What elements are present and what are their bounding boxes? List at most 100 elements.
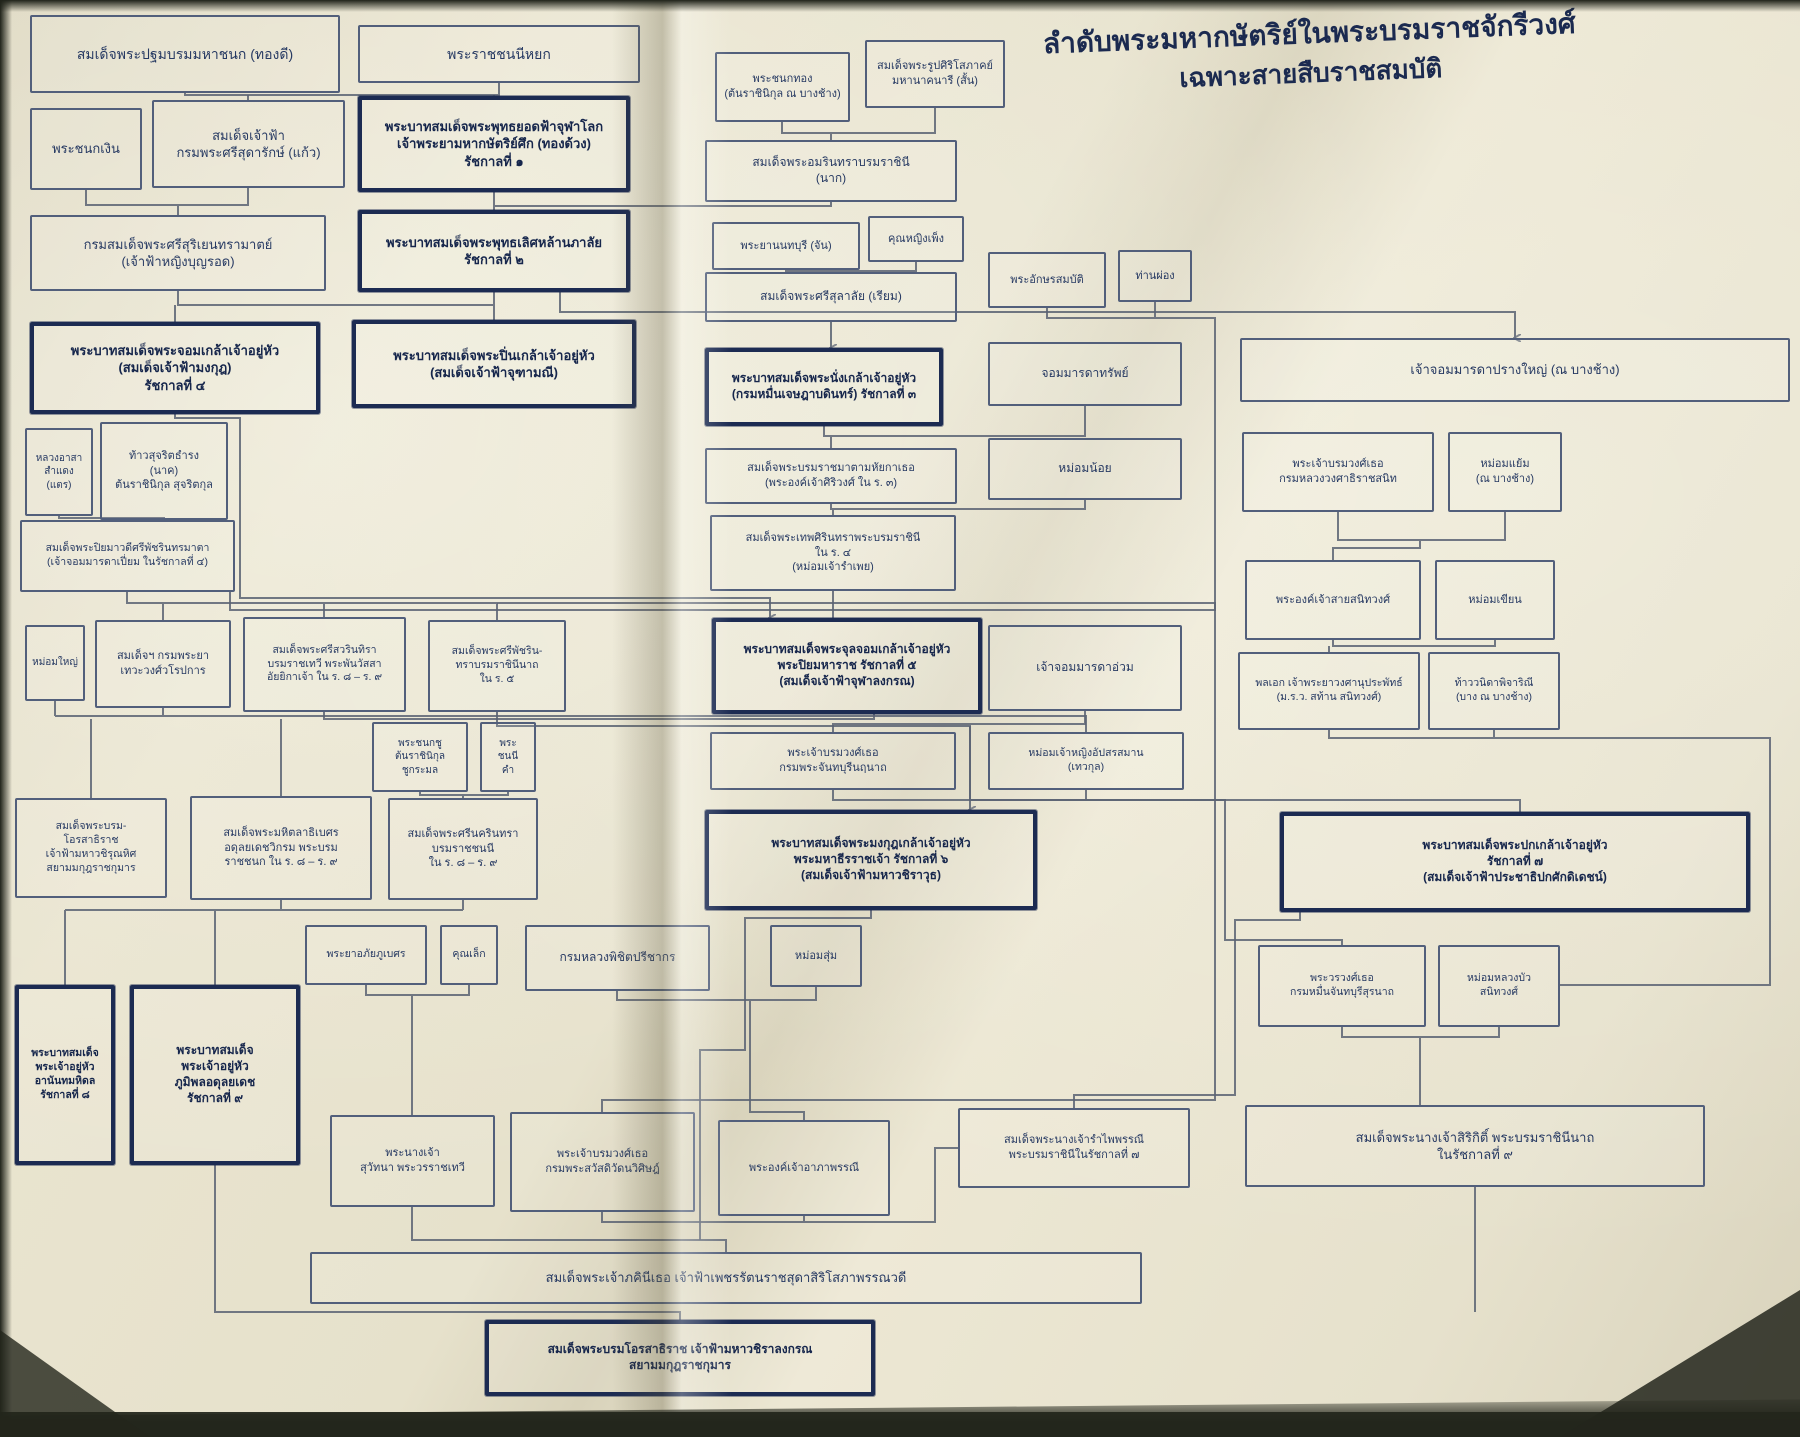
edge-rama5+saovabha-to-rama7 (969, 726, 1521, 812)
person-box-pinklao-line-1: พระบาทสมเด็จพระปิ่นเกล้าเจ้าอยู่หัว (393, 347, 595, 363)
person-box-rama4: พระบาทสมเด็จพระจอมเกล้าเจ้าอยู่หัว(สมเด็… (30, 322, 320, 414)
person-box-amarindra: สมเด็จพระอมรินทราบรมราชินี(นาก) (705, 140, 957, 202)
edge-saisanit+khian-to-wongsanu (1328, 640, 1496, 652)
person-box-chanthaburi-line-2: กรมพระจันทบุรีนฤนาถ (779, 762, 887, 774)
person-box-chanok-chu: พระชนกชูต้นราชินิกุลชูกระมล (372, 722, 468, 792)
person-box-vajiralongkorn: สมเด็จพระบรมโอรสาธิราช เจ้าฟ้ามหาวชิราลง… (485, 1320, 875, 1396)
edge-chanok-chu+chonni-kham-to-srinagarindra (419, 792, 509, 798)
person-box-noi-line-1: หม่อมน้อย (1058, 461, 1112, 476)
person-box-rama4-line-1: พระบาทสมเด็จพระจอมเกล้าเจ้าอยู่หัว (70, 343, 280, 359)
person-box-rama9-line-2: พระเจ้าอยู่หัว (181, 1059, 249, 1074)
person-box-rama1-line-3: รัชกาลที่ ๑ (464, 153, 524, 169)
person-box-srisudarak: สมเด็จเจ้าฟ้ากรมพระศรีสุดารักษ์ (แก้ว) (152, 100, 345, 188)
person-box-devawongse-line-2: เทวะวงศ์วโรปการ (120, 665, 206, 677)
edge-piyamavadi-to-sawatdi (497, 602, 1216, 1112)
person-box-wongsa-line-2: กรมหลวงวงศาธิราชสนิท (1279, 473, 1397, 485)
person-box-vajiralongkorn-line-2: สยามมกุฎราชกุมาร (629, 1358, 731, 1372)
edge-wongsa+yaem-to-saisanit (1332, 512, 1506, 560)
person-box-rama7-line-2: รัชกาลที่ ๗ (1486, 854, 1544, 869)
person-box-rama3-line-2: (กรมหมื่นเจษฎาบดินทร์) รัชกาลที่ ๓ (731, 387, 917, 401)
person-box-rama1: พระบาทสมเด็จพระพุทธยอดฟ้าจุฬาโลกเจ้าพระย… (358, 96, 630, 192)
person-box-rama6-line-1: พระบาทสมเด็จพระมงกุฎเกล้าเจ้าอยู่หัว (771, 836, 971, 851)
person-box-chanok-chu-line-2: ต้นราชินิกุล (394, 751, 446, 763)
person-box-bua: หม่อมหลวงบัวสนิทวงศ์ (1438, 945, 1560, 1027)
person-box-abhabharani: พระองค์เจ้าอาภาพรรณี (718, 1120, 890, 1216)
person-box-saovabha-line-1: สมเด็จพระศรีพัชริน- (451, 645, 543, 658)
person-box-wanida: ท้าววนิดาพิจาริณี(บาง ณ บางช้าง) (1428, 652, 1560, 730)
person-box-khian-line-1: หม่อมเขียน (1468, 593, 1522, 606)
person-box-wanida-line-1: ท้าววนิดาพิจาริณี (1454, 677, 1534, 690)
person-box-nonthaburi: พระยานนทบุรี (จัน) (712, 222, 860, 270)
person-box-sucharit: ท้าวสุจริตธำรง(นาค)ต้นราชินิกุล สุจริตกุ… (100, 422, 228, 520)
person-box-uam-line-1: เจ้าจอมมารดาอ่วม (1036, 660, 1134, 675)
person-box-asa: หลวงอาสาสำแดง(แตร) (25, 428, 93, 516)
person-box-pheng: คุณหญิงเพ็ง (868, 216, 964, 262)
person-box-wongsanu-line-1: พลเอก เจ้าพระยาวงศานุประพัทธ์ (1255, 677, 1403, 690)
person-box-mahidol-line-2: อดุลยเดชวิกรม พระบรม (224, 841, 338, 854)
person-box-piyamavadi-line-2: (เจ้าจอมมารดาเปี่ยม ในรัชกาลที่ ๔) (47, 556, 208, 568)
person-box-suranath-line-2: กรมหมื่นจันทบุรีสุรนาถ (1290, 986, 1394, 998)
edge-ngoen+srisudarak-to-srisuriyen (85, 188, 249, 215)
person-box-prang: เจ้าจอมมารดาปรางใหญ่ (ณ บางช้าง) (1240, 338, 1790, 402)
person-box-debsirindra-line-1: สมเด็จพระเทพศิรินทราพระบรมราชินี (745, 532, 921, 545)
person-box-debsirindra-line-3: (หม่อมเจ้ารำเพย) (792, 561, 874, 574)
person-box-savang-line-3: อัยยิกาเจ้า ใน ร. ๘ – ร. ๙ (266, 671, 383, 684)
person-box-srisuriyen-line-2: (เจ้าฟ้าหญิงบุญรอด) (121, 254, 235, 269)
person-box-srinagarindra: สมเด็จพระศรีนครินทราบรมราชชนนีใน ร. ๘ – … (388, 798, 538, 900)
person-box-srisuriyen-line-1: กรมสมเด็จพระศรีสุริเยนทรามาตย์ (83, 236, 273, 252)
person-box-suvadhana: พระนางเจ้าสุวัทนา พระวรราชเทวี (330, 1115, 495, 1207)
person-box-rambhai-line-1: สมเด็จพระนางเจ้ารำไพพรรณี (1004, 1134, 1144, 1147)
person-box-rama2-line-1: พระบาทสมเด็จพระพุทธเลิศหล้านภาลัย (385, 234, 603, 250)
edge-piyamavadi-to-devawongse+savang+saovabha (126, 592, 498, 620)
person-box-ngoen-line-1: พระชนกเงิน (52, 141, 120, 157)
person-box-aksonsombat: พระอักษรสมบัติ (988, 252, 1106, 308)
person-box-bua-line-2: สนิทวงศ์ (1479, 986, 1519, 998)
person-box-siriwong-line-1: สมเด็จพระบรมราชมาตามหัยกาเธอ (747, 462, 915, 475)
person-box-pinklao: พระบาทสมเด็จพระปิ่นเกล้าเจ้าอยู่หัว(สมเด… (352, 320, 636, 408)
edge-phichit+sum-to-abhabharani (616, 987, 817, 1120)
edge-rama3+sap-to-siriwong (823, 406, 1086, 448)
person-box-wongsa-line-1: พระเจ้าบรมวงศ์เธอ (1292, 458, 1384, 471)
person-box-rama8-line-2: พระเจ้าอยู่หัว (35, 1061, 95, 1074)
person-box-rama7-line-1: พระบาทสมเด็จพระปกเกล้าเจ้าอยู่หัว (1422, 838, 1608, 853)
person-box-absornsaman-line-2: (เทวกุล) (1067, 761, 1105, 773)
person-box-absornsaman-line-1: หม่อมเจ้าหญิงอัปสรสมาน (1028, 747, 1144, 760)
person-box-chonni-kham: พระชนนีคำ (480, 722, 536, 792)
person-box-amarindra-line-1: สมเด็จพระอมรินทราบรมราชินี (752, 155, 910, 170)
person-box-suvadhana-line-2: สุวัทนา พระวรราชเทวี (360, 1162, 465, 1174)
person-box-siriwong: สมเด็จพระบรมราชมาตามหัยกาเธอ(พระองค์เจ้า… (705, 448, 957, 504)
person-box-phichit-line-1: กรมหลวงพิชิตปรีชากร (559, 950, 676, 965)
person-box-phichit: กรมหลวงพิชิตปรีชากร (525, 925, 710, 991)
person-box-asa-line-1: หลวงอาสา (35, 453, 83, 465)
person-box-srisulalai: สมเด็จพระศรีสุลาลัย (เรียม) (705, 272, 957, 322)
person-box-rama9: พระบาทสมเด็จพระเจ้าอยู่หัวภูมิพลอดุลยเดช… (130, 985, 300, 1165)
person-box-rama4-line-3: รัชกาลที่ ๔ (144, 377, 206, 393)
person-box-chonni-kham-line-1: พระ (499, 738, 517, 750)
person-box-yai: หม่อมใหญ่ (25, 625, 85, 701)
person-box-saovabha: สมเด็จพระศรีพัชริน-ทราบรมราชินีนาถใน ร. … (428, 620, 566, 712)
person-box-rama7-line-3: (สมเด็จเจ้าฟ้าประชาธิปกศักดิเดชน์) (1423, 869, 1607, 884)
person-box-rama9-line-3: ภูมิพลอดุลยเดช (174, 1075, 256, 1089)
person-box-absornsaman: หม่อมเจ้าหญิงอัปสรสมาน(เทวกุล) (988, 732, 1184, 790)
person-box-bua-line-1: หม่อมหลวงบัว (1466, 972, 1531, 985)
edge-mahidol+srinagarindra-to-rama8+rama9 (64, 900, 464, 985)
person-box-yaem-line-1: หม่อมแย้ม (1480, 458, 1530, 471)
person-box-asa-line-3: (แตร) (46, 479, 72, 491)
edge-thongdi+yok-to-srisudarak+rama1 (247, 95, 495, 100)
person-box-sirisopak-line-1: สมเด็จพระรูปศิริโสภาคย์ (876, 60, 993, 73)
person-box-rama9-line-4: รัชกาลที่ ๙ (187, 1090, 243, 1105)
person-box-sirikit-line-1: สมเด็จพระนางเจ้าสิริกิติ์ พระบรมราชินีนา… (1355, 1129, 1595, 1145)
person-box-srinagarindra-line-3: ใน ร. ๘ – ร. ๙ (428, 857, 498, 870)
person-box-yok-line-1: พระราชชนนีหยก (447, 45, 551, 62)
person-box-saisanit: พระองค์เจ้าสายสนิทวงศ์ (1245, 560, 1421, 640)
edge-wongsanu+wanida-to-bua (1328, 730, 1771, 986)
person-box-prang-line-1: เจ้าจอมมารดาปรางใหญ่ (ณ บางช้าง) (1410, 362, 1620, 378)
person-box-debsirindra-line-2: ใน ร. ๔ (814, 546, 852, 559)
person-box-phong-line-1: ท่านผ่อง (1135, 269, 1175, 282)
person-box-chanok-thong-line-2: (ต้นราชินิกุล ณ บางช้าง) (724, 88, 841, 100)
person-box-saovabha-line-2: ทราบรมราชินีนาถ (455, 659, 539, 672)
person-box-ngoen: พระชนกเงิน (30, 108, 142, 190)
person-box-yaem: หม่อมแย้ม(ณ บางช้าง) (1448, 432, 1562, 512)
person-box-vajirunhis-line-3: เจ้าฟ้ามหาวชิรุณหิศ (45, 848, 137, 860)
person-box-rama3: พระบาทสมเด็จพระนั่งเกล้าเจ้าอยู่หัว(กรมห… (705, 348, 943, 426)
